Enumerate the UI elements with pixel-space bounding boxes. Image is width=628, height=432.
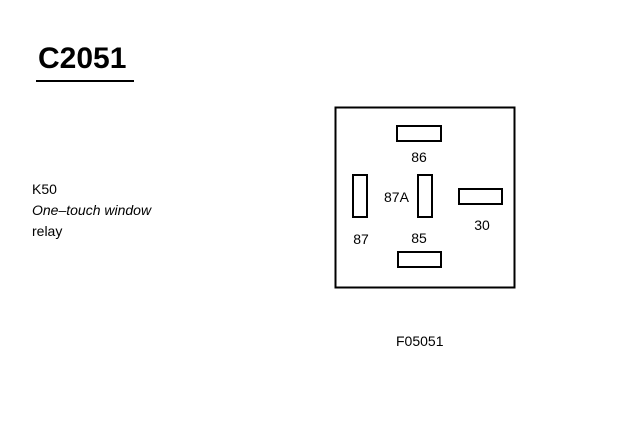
pin-87a-label: 87A	[384, 189, 410, 205]
relay-code: K50	[32, 181, 57, 197]
connector-outline	[334, 106, 516, 289]
pin-86-terminal	[396, 125, 442, 142]
relay-description: K50 One–touch window relay	[32, 179, 151, 242]
relay-type: relay	[32, 223, 63, 239]
relay-name: One–touch window	[32, 202, 152, 218]
pin-87-label: 87	[353, 231, 369, 247]
pin-87-terminal	[352, 174, 368, 218]
pin-85-label: 85	[411, 230, 427, 246]
connector-id: C2051	[38, 42, 127, 75]
pin-87a-terminal	[417, 174, 433, 218]
figure-reference: F05051	[396, 333, 444, 349]
pin-30-terminal	[458, 188, 503, 205]
pin-86-label: 86	[411, 149, 427, 165]
pin-85-terminal	[397, 251, 442, 268]
pin-30-label: 30	[474, 217, 490, 233]
connector-id-underline	[36, 80, 134, 82]
